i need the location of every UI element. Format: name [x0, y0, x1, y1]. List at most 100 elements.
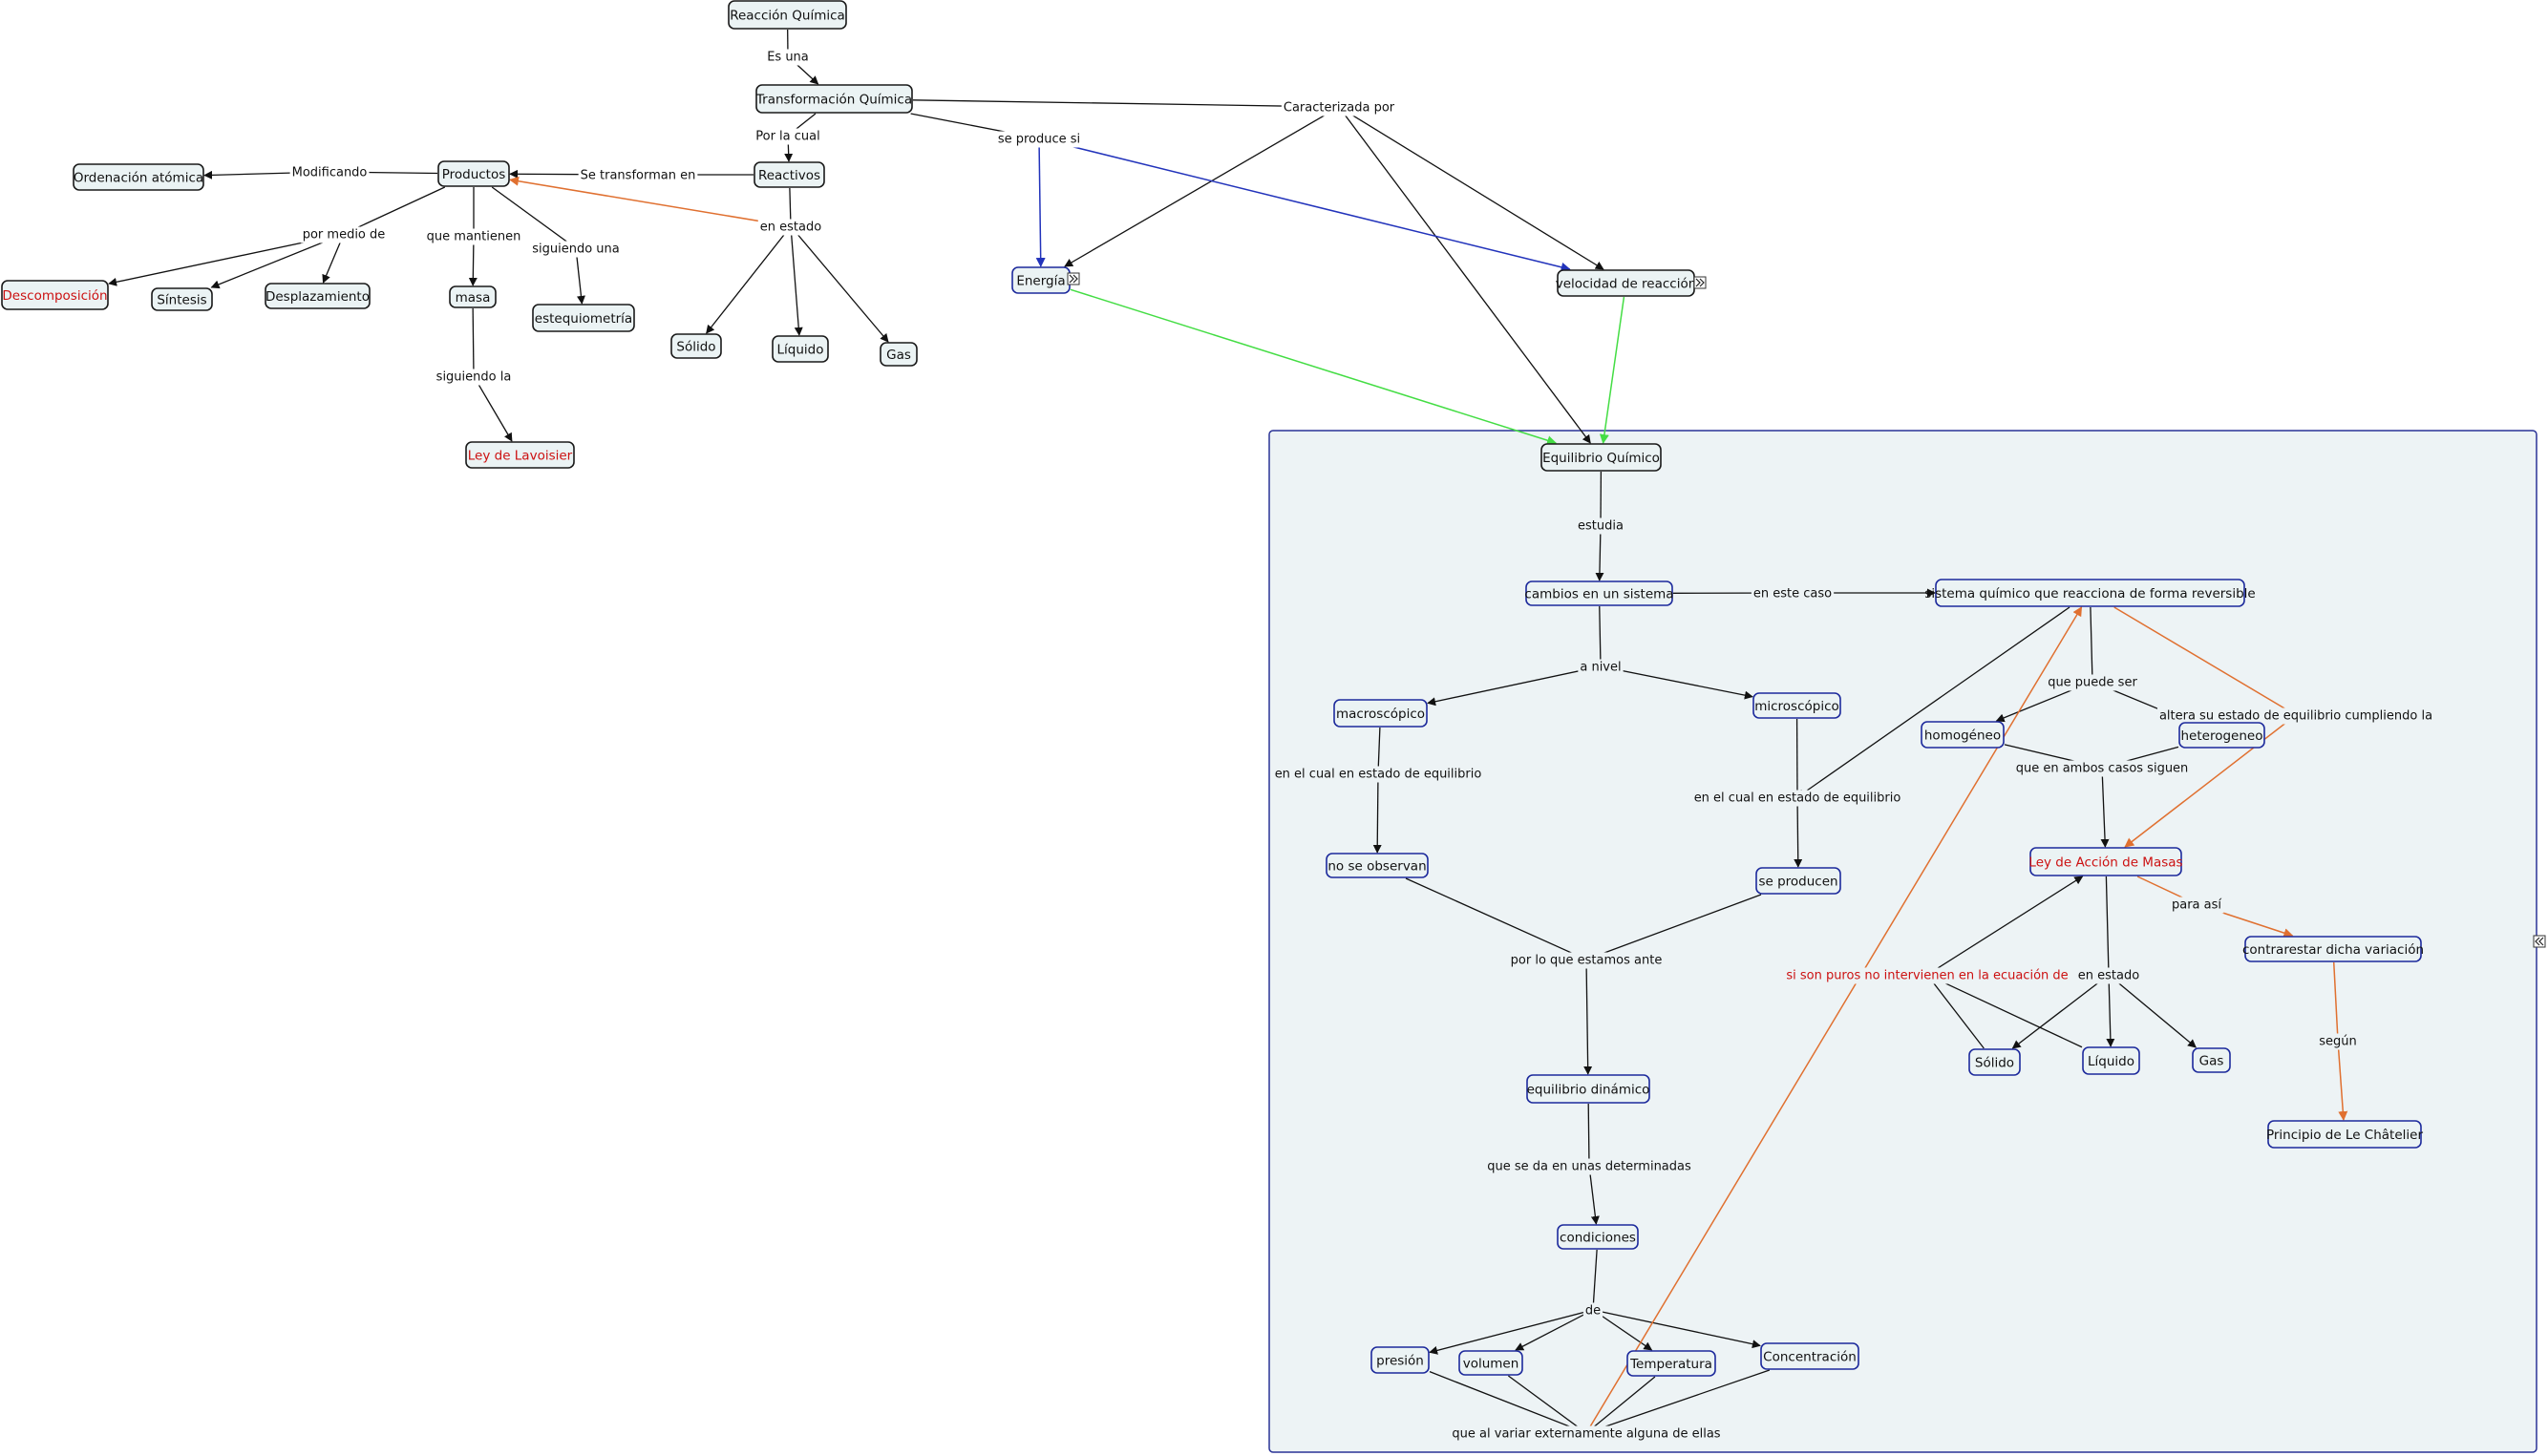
- node-condiciones[interactable]: condiciones: [1557, 1224, 1639, 1250]
- node-ley-accion-masas[interactable]: Ley de Acción de Masas: [2028, 847, 2183, 876]
- collapse-frame-icon[interactable]: [2533, 935, 2546, 948]
- node-solido-2[interactable]: Sólido: [1968, 1048, 2021, 1076]
- link-en-este-caso[interactable]: en este caso: [1751, 585, 1835, 602]
- link-en-el-cual-2[interactable]: en el cual en estado de equilibrio: [1691, 790, 1903, 807]
- node-liquido-2[interactable]: Líquido: [2082, 1046, 2140, 1075]
- node-equilibrio-quimico[interactable]: Equilibrio Químico: [1540, 443, 1662, 472]
- edge-sistema_reversible-altera: [2113, 606, 2297, 716]
- edge-sistema_reversible-que_puede_ser: [2090, 606, 2093, 683]
- node-volumen[interactable]: volumen: [1458, 1350, 1523, 1376]
- edge-se_produce_si-energia: [1035, 137, 1046, 267]
- edge-liquido_2-si_son_puros: [1926, 974, 2083, 1048]
- link-si-son-puros[interactable]: si son puros no intervienen en la ecuaci…: [1784, 967, 2070, 984]
- node-ordenacion-atomica[interactable]: Ordenación atómica: [73, 163, 204, 191]
- link-al-variar[interactable]: que al variar externamente alguna de ell…: [1450, 1425, 1723, 1443]
- node-label: Sólido: [676, 339, 715, 354]
- node-estequiometria[interactable]: estequiometría: [532, 304, 635, 332]
- link-segun[interactable]: según: [2317, 1033, 2359, 1050]
- link-que-mantienen[interactable]: que mantienen: [424, 228, 523, 245]
- edge-si_son_puros-ley_accion_masas: [1926, 876, 2084, 976]
- node-ley-lavoisier[interactable]: Ley de Lavoisier: [465, 441, 575, 469]
- node-gas-2[interactable]: Gas: [2192, 1047, 2231, 1073]
- node-label: masa: [456, 290, 491, 306]
- node-productos[interactable]: Productos: [437, 160, 510, 187]
- node-label: Gas: [886, 348, 911, 363]
- edge-que_se_da-condiciones: [1588, 1165, 1600, 1225]
- edge-a_nivel-macroscopico: [1427, 665, 1602, 707]
- link-por-la-cual[interactable]: Por la cual: [754, 128, 822, 145]
- link-siguiendo-la[interactable]: siguiendo la: [434, 369, 514, 386]
- node-sintesis[interactable]: Síntesis: [151, 287, 213, 311]
- link-se-transforman-en[interactable]: Se transforman en: [578, 167, 698, 184]
- link-en-estado-2[interactable]: en estado: [2075, 967, 2142, 984]
- link-text: en estado: [2078, 969, 2139, 983]
- node-descomposicion[interactable]: Descomposición: [1, 280, 109, 310]
- node-no-se-observan[interactable]: no se observan: [1326, 853, 1429, 878]
- node-presion[interactable]: presión: [1370, 1346, 1430, 1374]
- link-caracterizada-por[interactable]: Caracterizada por: [1281, 99, 1397, 116]
- node-gas-1[interactable]: Gas: [880, 342, 918, 367]
- node-label: contrarestar dicha variación: [2242, 942, 2424, 958]
- edge-transformacion_quimica-caracterizada_por: [912, 99, 1340, 108]
- link-text: estudia: [1578, 519, 1624, 534]
- node-label: velocidad de reacción: [1556, 276, 1697, 291]
- link-text: altera su estado de equilibrio cumpliend…: [2159, 709, 2432, 724]
- node-liquido-1[interactable]: Líquido: [772, 335, 829, 363]
- link-que-se-da[interactable]: que se da en unas determinadas: [1485, 1158, 1693, 1175]
- link-por-medio-de[interactable]: por medio de: [300, 226, 388, 243]
- link-text: que al variar externamente alguna de ell…: [1452, 1427, 1720, 1442]
- expand-velocidad-icon[interactable]: [1693, 276, 1707, 289]
- edge-productos-siguiendo_una: [491, 186, 577, 249]
- node-label: heterogeneo: [2181, 728, 2263, 744]
- node-homogeneo[interactable]: homogéneo: [1921, 721, 2005, 749]
- node-macroscopico[interactable]: macroscópico: [1333, 699, 1428, 728]
- node-contrarestar[interactable]: contrarestar dicha variación: [2242, 936, 2424, 962]
- node-masa[interactable]: masa: [449, 285, 497, 308]
- node-reaccion-quimica[interactable]: Reacción Química: [728, 0, 847, 30]
- expand-energia-icon[interactable]: [1067, 272, 1080, 285]
- link-de[interactable]: de: [1582, 1302, 1603, 1319]
- edge-en_estado_1-solido_1: [706, 225, 792, 334]
- link-para-asi[interactable]: para así: [2169, 897, 2224, 914]
- node-solido-1[interactable]: Sólido: [670, 333, 722, 359]
- link-en-el-cual-1[interactable]: en el cual en estado de equilibrio: [1272, 766, 1484, 783]
- link-por-lo-que[interactable]: por lo que estamos ante: [1508, 952, 1665, 969]
- edge-a_nivel-microscopico: [1600, 665, 1753, 700]
- node-equilibrio-dinamico[interactable]: equilibrio dinámico: [1526, 1074, 1650, 1104]
- link-estudia[interactable]: estudia: [1576, 517, 1625, 535]
- node-transformacion-quimica[interactable]: Transformación Química: [755, 84, 913, 114]
- link-text: que puede ser: [2048, 676, 2137, 690]
- node-desplazamiento[interactable]: Desplazamiento: [265, 283, 371, 309]
- edge-cambios_sistema-a_nivel: [1599, 605, 1602, 667]
- link-es-una[interactable]: Es una: [765, 49, 811, 66]
- link-ambos-casos[interactable]: que en ambos casos siguen: [2013, 760, 2191, 777]
- edge-por_lo_que-equilibrio_dinamico: [1583, 959, 1593, 1075]
- edge-volumen-al_variar: [1507, 1375, 1587, 1434]
- edge-altera-ley_accion_masas: [2124, 714, 2297, 848]
- node-sistema-reversible[interactable]: sistema químico que reacciona de forma r…: [1924, 579, 2256, 607]
- node-energia[interactable]: Energía: [1011, 266, 1071, 294]
- node-microscopico[interactable]: microscópico: [1752, 692, 1841, 719]
- node-principio-chatelier[interactable]: Principio de Le Châtelier: [2266, 1120, 2424, 1149]
- link-siguiendo-una[interactable]: siguiendo una: [530, 241, 622, 258]
- edge-productos-por_medio_de: [343, 186, 446, 235]
- link-que-puede-ser[interactable]: que puede ser: [2046, 674, 2140, 691]
- node-temperatura[interactable]: Temperatura: [1626, 1350, 1716, 1377]
- node-concentracion[interactable]: Concentración: [1760, 1342, 1859, 1370]
- link-text: en estado: [760, 221, 821, 235]
- node-cambios-sistema[interactable]: cambios en un sistema: [1524, 580, 1674, 606]
- link-a-nivel[interactable]: a nivel: [1578, 659, 1624, 676]
- link-text: Modificando: [292, 166, 368, 180]
- edge-en_el_cual_1-no_se_observan: [1372, 772, 1382, 854]
- link-altera[interactable]: altera su estado de equilibrio cumpliend…: [2156, 707, 2435, 725]
- link-modificando[interactable]: Modificando: [289, 164, 370, 181]
- node-label: Desplazamiento: [265, 289, 370, 305]
- node-label: Concentración: [1763, 1349, 1857, 1364]
- node-se-producen[interactable]: se producen: [1755, 867, 1841, 895]
- link-text: en el cual en estado de equilibrio: [1275, 768, 1482, 782]
- node-velocidad-reaccion[interactable]: velocidad de reacción: [1556, 269, 1697, 297]
- node-reactivos[interactable]: Reactivos: [754, 161, 825, 188]
- node-heterogeneo[interactable]: heterogeneo: [2178, 722, 2265, 749]
- link-en-estado-1[interactable]: en estado: [757, 219, 824, 236]
- link-se-produce-si[interactable]: se produce si: [995, 131, 1083, 148]
